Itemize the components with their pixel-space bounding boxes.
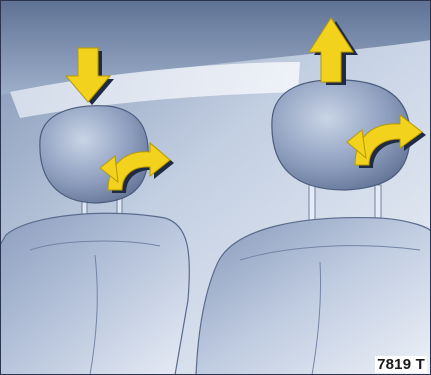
figure-code-label: 7819 T bbox=[375, 356, 427, 373]
left-seat-back bbox=[0, 213, 189, 375]
right-headrest-post bbox=[309, 185, 315, 221]
right-headrest-post bbox=[375, 185, 381, 221]
